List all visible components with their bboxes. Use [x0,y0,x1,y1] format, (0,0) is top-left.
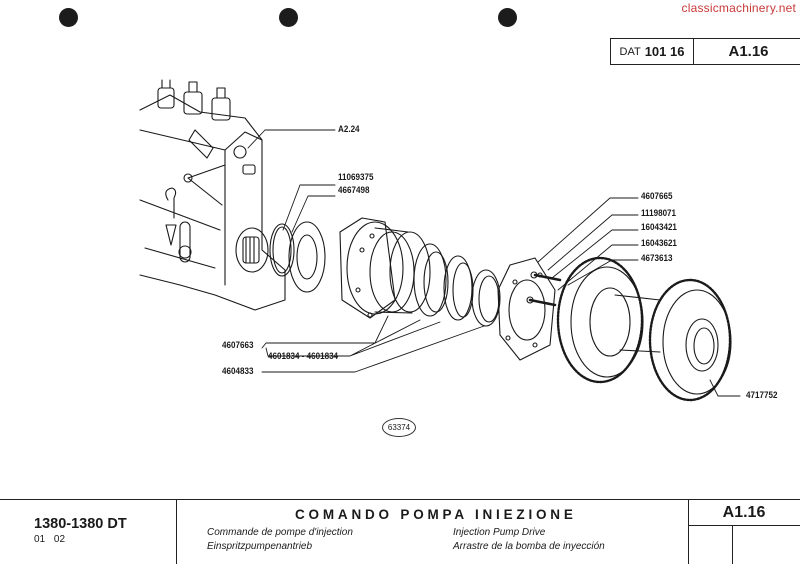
drive-plate [497,257,562,361]
title-italian: COMANDO POMPA INIEZIONE [295,507,577,522]
callout-label: 4601834 - 4601834 [268,351,339,362]
dat-prefix: DAT [619,45,641,58]
circlip [269,223,295,277]
footer-divider [176,499,177,564]
callout-label: 4667498 [338,185,370,196]
title-french: Commande de pompe d'injection [207,527,353,538]
dat-reference: DAT 101 16 [611,39,694,64]
footer-page-code: A1.16 [722,504,766,521]
sealing-ring [471,269,501,327]
drawing-number-stamp: 63374 [382,418,416,437]
spur-gear-hub [648,278,732,402]
binder-hole [279,8,298,27]
delivery-valve [157,79,175,109]
title-english: Injection Pump Drive [453,527,546,538]
callout-label: A2.24 [338,124,360,135]
footer-divider [0,499,800,500]
title-german: Einspritzpumpenantrieb [207,541,313,552]
delivery-valve [211,87,231,121]
callout-label: 11069375 [338,172,374,183]
callout-label: 16043621 [641,238,677,249]
thrust-washer [288,221,326,293]
callout-label: 4717752 [746,390,778,401]
footer-divider [688,499,689,564]
title-spanish: Arrastre de la bomba de inyección [453,541,605,552]
footer-divider [688,525,800,526]
callout-label: 4607663 [222,340,254,351]
coupling-ring [413,243,449,317]
watermark: classicmachinery.net [681,1,796,15]
callout-label: 4604833 [222,366,254,377]
footer-divider [732,525,733,564]
model-name: 1380-1380 DT [34,516,127,532]
binder-hole [59,8,78,27]
exploded-parts-diagram [139,79,741,402]
binder-hole [498,8,517,27]
callout-label: 4607665 [641,191,673,202]
spur-gear [556,256,661,384]
coupling-ring [443,255,474,321]
callout-label: 16043421 [641,222,677,233]
header-reference-box: DAT 101 16 A1.16 [610,38,800,65]
callout-label: 4673613 [641,253,673,264]
injection-pump-body [139,79,286,311]
drive-hub [339,217,431,319]
delivery-valve [183,81,203,115]
model-revision: 01 02 [34,534,66,545]
header-page-code: A1.16 [728,43,769,60]
callout-label: 11198071 [641,208,677,219]
dat-number: 101 16 [644,44,685,59]
